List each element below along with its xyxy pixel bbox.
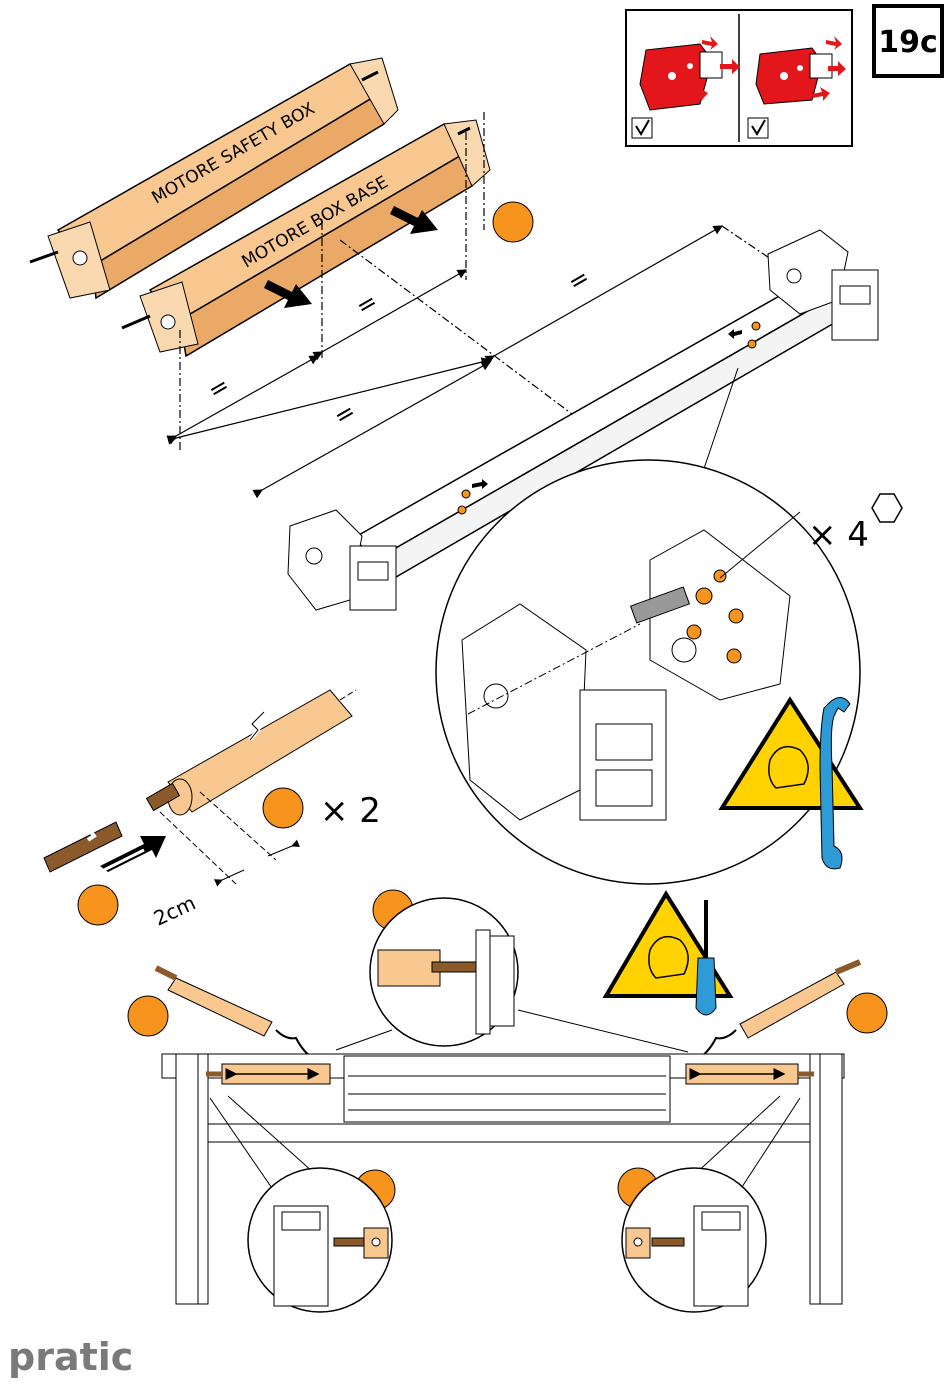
step-badge: 19c xyxy=(874,6,942,76)
check-panel xyxy=(626,10,852,146)
step-marker-circle xyxy=(493,202,533,242)
check-mark-icon-right xyxy=(748,118,768,138)
side-tube-left xyxy=(156,968,326,1066)
equal-sign-label: = xyxy=(563,263,594,297)
step-marker-circle xyxy=(78,885,118,925)
step-badge-label: 19c xyxy=(878,25,938,60)
equal-sign-label: = xyxy=(351,287,382,321)
equal-sign-label: = xyxy=(203,371,234,405)
bolt-quantity-label: × 4 xyxy=(808,515,869,555)
screwdriver-icon xyxy=(696,900,716,1015)
brand-logo-text: pratic xyxy=(8,1335,133,1379)
dimension-2cm-label: 2cm xyxy=(150,891,199,931)
hex-bolt-icon xyxy=(872,494,902,522)
step-marker-circle xyxy=(263,788,303,828)
equal-sign-label: = xyxy=(329,397,360,431)
step-marker-circle xyxy=(128,996,168,1036)
step-marker-circle xyxy=(847,993,887,1033)
tube-quantity-label: × 2 xyxy=(320,791,381,831)
check-mark-icon-left xyxy=(632,118,652,138)
